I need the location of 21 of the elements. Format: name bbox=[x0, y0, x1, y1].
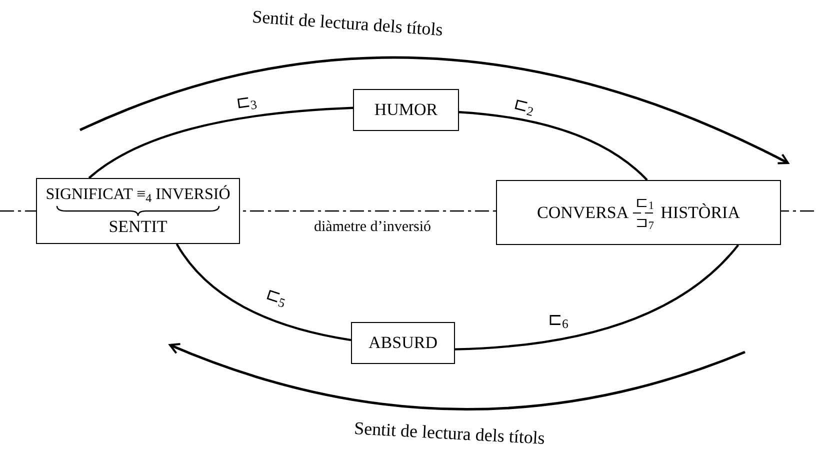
arc-connector bbox=[458, 111, 648, 181]
text-box bbox=[351, 322, 455, 364]
relation-symbol: ⊏$_{1}$ bbox=[635, 194, 654, 210]
node-text: HISTÒRIA bbox=[660, 202, 740, 224]
node-text: SENTIT bbox=[108, 217, 168, 237]
text-box bbox=[353, 89, 459, 131]
node-text: CONVERSA bbox=[537, 202, 629, 224]
arc-connector bbox=[454, 244, 740, 350]
text-box bbox=[496, 180, 781, 245]
edge-label: ⊏$_{3}$ bbox=[234, 90, 258, 114]
text-box bbox=[36, 178, 240, 244]
arc-connector bbox=[176, 243, 352, 342]
arrow-caption: Sentit de lectura dels títols bbox=[353, 417, 546, 450]
node-text: HUMOR bbox=[374, 99, 438, 122]
arrow-caption: Sentit de lectura dels títols bbox=[251, 5, 444, 42]
node-text: ABSURD bbox=[368, 332, 438, 354]
edge-label: ⊏$_{6}$ bbox=[548, 310, 568, 330]
axis-label: diàmetre d’inversió bbox=[314, 218, 432, 237]
equation-text: SIGNIFICAT ≡$_{4}$ INVERSIÓ bbox=[46, 185, 230, 205]
arc-connector bbox=[88, 106, 354, 179]
relation-symbol: ⊐$_{7}$ bbox=[635, 214, 654, 230]
